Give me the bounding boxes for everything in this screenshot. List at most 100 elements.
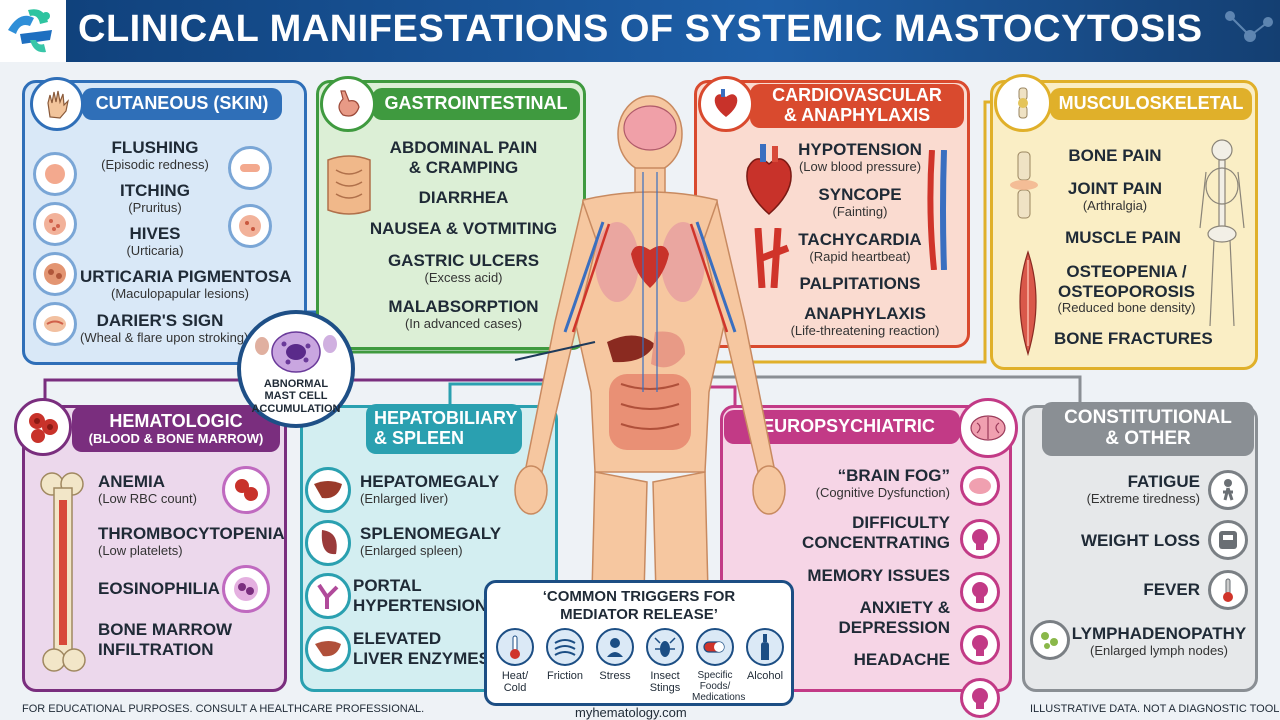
item-thrombocytopenia: THROMBOCYTOPENIA(Low platelets) (98, 524, 285, 558)
spleen-icon (305, 520, 351, 566)
headache-head-icon (960, 678, 1000, 718)
cutaneous-icons-left (33, 152, 77, 346)
cutaneous-icons-right (228, 146, 272, 248)
left-lung (595, 222, 639, 302)
mast-cell-label: ABNORMAL MAST CELL ACCUMULATION (251, 378, 341, 415)
item-urticaria-pigmentosa: URTICARIA PIGMENTOSA(Maculopapular lesio… (80, 267, 292, 301)
item-anaphylaxis: ANAPHYLAXIS(Life-threatening reaction) (790, 304, 940, 338)
item-lymphadenopathy: LYMPHADENOPATHY(Enlarged lymph nodes) (1071, 624, 1247, 658)
triggers-box (484, 580, 794, 706)
red-blood-cells-icon (222, 466, 270, 514)
item-fatigue: FATIGUE(Extreme tiredness) (1086, 472, 1200, 506)
constitutional-title: CONSTITUTIONAL& OTHER (1042, 402, 1254, 456)
item-bone-fractures: BONE FRACTURES (1054, 329, 1213, 348)
mast-cell-icon (255, 331, 337, 373)
item-weight-loss: WEIGHT LOSS (1081, 531, 1200, 550)
trigger-friction: Friction (542, 628, 588, 703)
flushing-hand-icon (33, 152, 77, 196)
itchy-skin-icon (228, 204, 272, 248)
trigger-stress: Stress (592, 628, 638, 703)
item-nausea-vomiting: NAUSEA & VOTMITING (369, 219, 558, 238)
item-brain-fog: “BRAIN FOG”(Cognitive Dysfunction) (815, 466, 950, 500)
title-banner (0, 0, 1280, 62)
item-palpitations: PALPITATIONS (799, 274, 921, 293)
weight-scale-icon (1208, 520, 1248, 560)
neuro-icons (960, 466, 1000, 718)
brain-fog-icon (960, 466, 1000, 506)
item-abdominal-pain: ABDOMINAL PAIN& CRAMPING (389, 138, 538, 177)
hepato-title: HEPATOBILIARY& SPLEEN (366, 404, 522, 454)
lymph-node-icon (1030, 620, 1070, 660)
eosinophil-icon (222, 565, 270, 613)
item-hepatomegaly: HEPATOMEGALY(Enlarged liver) (360, 472, 500, 506)
right-lung (661, 222, 705, 302)
item-itching: ITCHING(Pruritus) (120, 181, 190, 215)
cutaneous-title: CUTANEOUS (SKIN) (82, 88, 282, 120)
page-title: CLINICAL MANIFESTATIONS OF SYSTEMIC MAST… (78, 8, 1203, 50)
item-anxiety-depression: ANXIETY &DEPRESSION (838, 598, 950, 637)
brain-organ (623, 105, 677, 151)
triggers-title: ‘COMMON TRIGGERS FOR MEDIATOR RELEASE’ (542, 588, 736, 623)
stress-icon (596, 628, 634, 666)
stomach-icon (320, 76, 376, 132)
concentration-head-icon (960, 519, 1000, 559)
liver-enzyme-icon (305, 626, 351, 672)
logo (0, 0, 66, 62)
footer-note: ILLUSTRATIVE DATA. NOT A DIAGNOSTIC TOOL… (1030, 703, 1280, 715)
gastro-title: GASTROINTESTINAL (372, 88, 580, 120)
intestines-organ (609, 374, 691, 450)
hives-skin-icon (33, 202, 77, 246)
anxiety-head-icon (960, 625, 1000, 665)
item-flushing: FLUSHING(Episodic redness) (101, 138, 209, 172)
item-eosinophilia: EOSINOPHILIA (98, 579, 220, 598)
muscle-icon (1019, 250, 1037, 356)
item-syncope: SYNCOPE(Fainting) (818, 185, 902, 219)
joint-icon (994, 74, 1052, 132)
friction-icon (546, 628, 584, 666)
fever-thermometer-icon (1208, 570, 1248, 610)
item-anemia: ANEMIA(Low RBC count) (98, 472, 197, 506)
item-muscle-pain: MUSCLE PAIN (1065, 228, 1181, 247)
heart-organ (631, 245, 669, 288)
stomach-organ (651, 331, 685, 368)
human-body-figure (514, 95, 786, 632)
hand-icon (30, 77, 84, 131)
item-dariers-sign: DARIER'S SIGN(Wheal & flare upon strokin… (80, 311, 249, 345)
item-memory-issues: MEMORY ISSUES (807, 566, 950, 585)
fatigue-person-icon (1208, 470, 1248, 510)
item-tachycardia: TACHYCARDIA(Rapid heartbeat) (798, 230, 922, 264)
item-gastric-ulcers: GASTRIC ULCERS(Excess acid) (387, 251, 540, 285)
liver-icon (305, 467, 351, 513)
knee-joint-icon (1010, 151, 1038, 219)
insect-icon (646, 628, 684, 666)
footer-website: myhematology.com (575, 705, 687, 720)
portal-vein-icon (305, 573, 351, 619)
memory-head-icon (960, 572, 1000, 612)
item-joint-pain: JOINT PAIN(Arthralgia) (1067, 179, 1163, 213)
bone-marrow-icon (40, 472, 86, 672)
trigger-alcohol: Alcohol (742, 628, 788, 703)
item-osteoporosis: OSTEOPENIA /OSTEOPOROSIS(Reduced bone de… (1057, 262, 1196, 316)
thermometer-icon (496, 628, 534, 666)
item-splenomegaly: SPLENOMEGALY(Enlarged spleen) (360, 524, 502, 558)
item-hives: HIVES(Urticaria) (126, 224, 184, 258)
footer-disclaimer: FOR EDUCATIONAL PURPOSES. CONSULT A HEAL… (22, 703, 425, 715)
artery-icon (754, 228, 790, 288)
constitutional-icons (1208, 470, 1248, 610)
item-malabsorption: MALABSORPTION(In advanced cases) (388, 297, 539, 331)
darier-sign-icon (33, 302, 77, 346)
pigmentosa-skin-icon (33, 252, 77, 296)
molecule-decoration-icon (1225, 11, 1273, 42)
brain-icon (958, 398, 1018, 458)
blood-vessel-icon (927, 150, 947, 270)
bottle-icon (746, 628, 784, 666)
blood-cells-icon (14, 398, 72, 456)
item-headache: HEADACHE (853, 650, 950, 669)
trigger-heat-cold: Heat/Cold (492, 628, 538, 703)
